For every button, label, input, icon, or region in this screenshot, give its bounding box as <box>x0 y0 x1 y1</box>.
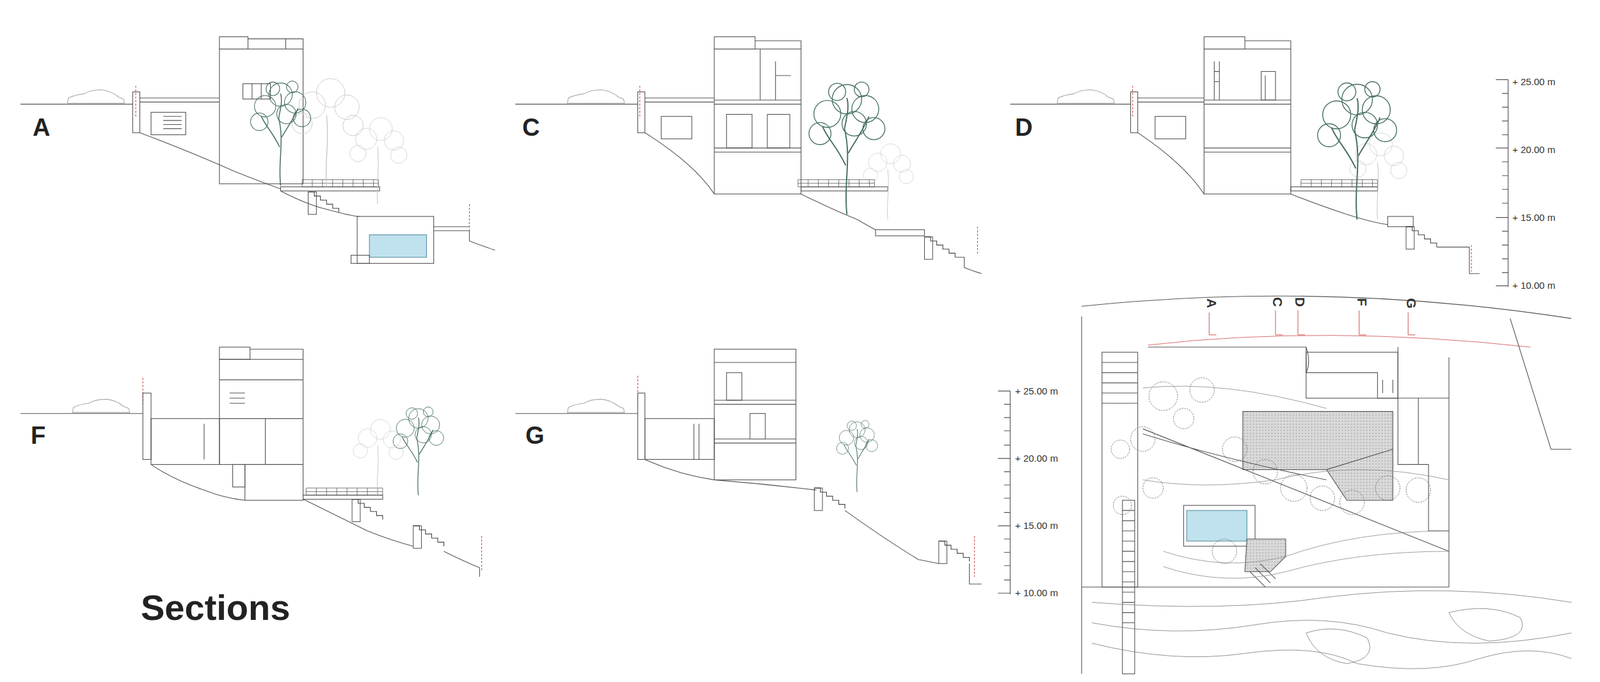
section-marker: D <box>1292 296 1308 307</box>
elevation-label: + 25.00 m <box>1015 385 1058 397</box>
elevation-label: + 10.00 m <box>1015 587 1058 599</box>
section-marker: F <box>1354 298 1369 307</box>
elevation-label: + 25.00 m <box>1512 76 1556 88</box>
elevation-label: + 10.00 m <box>1512 280 1556 292</box>
elevation-label: + 15.00 m <box>1512 212 1556 224</box>
section-marker: A <box>1204 298 1220 308</box>
section-marker: G <box>1403 298 1419 309</box>
elevation-label: + 20.00 m <box>1512 144 1556 156</box>
section-letter: F <box>30 422 46 450</box>
section-letter: A <box>32 114 50 142</box>
section-letter: D <box>1015 114 1033 142</box>
section-marker: C <box>1270 296 1286 307</box>
section-letter: G <box>525 422 545 450</box>
elevation-label: + 20.00 m <box>1015 453 1058 464</box>
elevation-label: + 15.00 m <box>1015 520 1058 532</box>
section-letter: C <box>522 114 540 142</box>
title: Sections <box>140 587 290 628</box>
